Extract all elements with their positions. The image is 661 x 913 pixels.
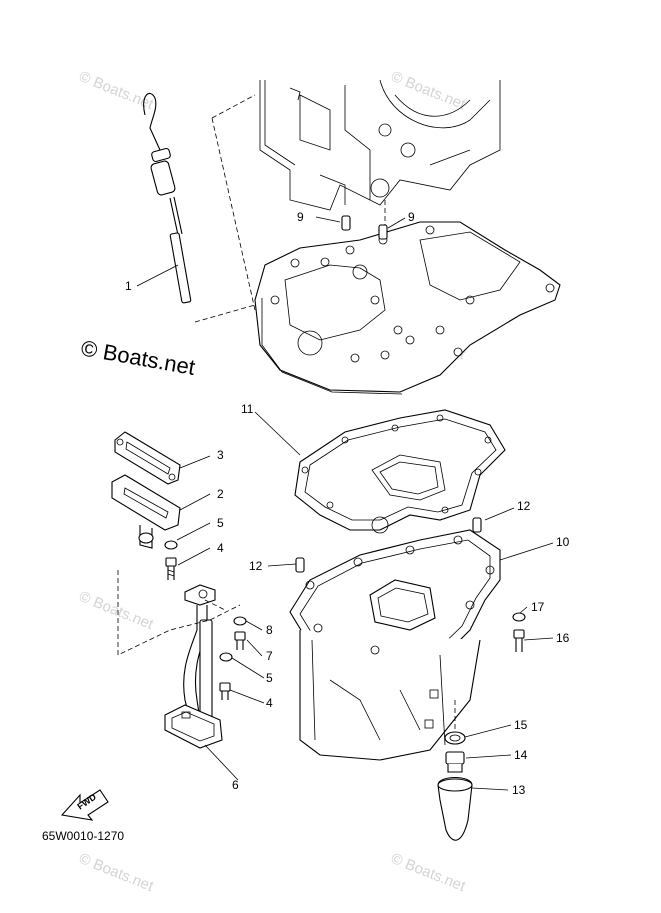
watermark-text: © Boats.net (77, 850, 157, 896)
callout-10: 10 (556, 535, 570, 549)
callout-16: 16 (556, 631, 570, 645)
callout-11: 11 (241, 402, 254, 416)
callout-labels: 1 9 9 11 3 2 5 4 12 10 12 17 8 16 7 5 4 … (125, 210, 570, 797)
engine-block-illustration (259, 79, 501, 260)
callout-4: 4 (217, 541, 224, 555)
strainer-plate-illustration (111, 474, 181, 549)
dowel-pins-illustration (341, 215, 388, 240)
watermark-text: © Boats.net (77, 588, 157, 634)
callout-17: 17 (531, 600, 545, 614)
callout-2: 2 (217, 487, 224, 501)
right-fasteners-illustration (512, 612, 526, 652)
callout-13: 13 (512, 783, 526, 797)
callout-5: 5 (217, 516, 224, 530)
oil-pan-dowels-illustration (295, 517, 482, 573)
callout-12: 12 (517, 499, 531, 513)
watermark-text: © Boats.net (389, 68, 469, 114)
drain-plug-illustration (437, 731, 473, 841)
forward-arrow-icon: FWD (60, 789, 109, 821)
callout-9: 9 (408, 210, 415, 224)
callout-5: 5 (266, 671, 273, 685)
callout-7: 7 (266, 649, 273, 663)
callout-12: 12 (249, 559, 263, 573)
callout-1: 1 (125, 279, 132, 293)
strainer-gasket-illustration (114, 431, 181, 485)
callout-14: 14 (514, 748, 528, 762)
oil-pan-illustration (289, 529, 501, 761)
oil-strainer-assembly-illustration (117, 570, 247, 749)
exhaust-guide-plate-illustration (254, 221, 561, 395)
copyright-notice: © Boats.net (79, 335, 197, 380)
watermark-text: © Boats.net (77, 68, 157, 114)
leader-lines (136, 216, 554, 791)
oil-pan-gasket-illustration (294, 409, 506, 534)
watermark-text: © Boats.net (389, 850, 469, 896)
callout-8: 8 (266, 623, 273, 637)
callout-9: 9 (297, 210, 304, 224)
callout-4: 4 (266, 696, 273, 710)
dipstick-illustration (143, 93, 256, 323)
diagram-code: 65W0010-1270 (42, 829, 124, 843)
callout-3: 3 (217, 448, 224, 462)
upper-fasteners-illustration (164, 540, 178, 580)
callout-15: 15 (514, 718, 528, 732)
callout-6: 6 (232, 778, 239, 792)
